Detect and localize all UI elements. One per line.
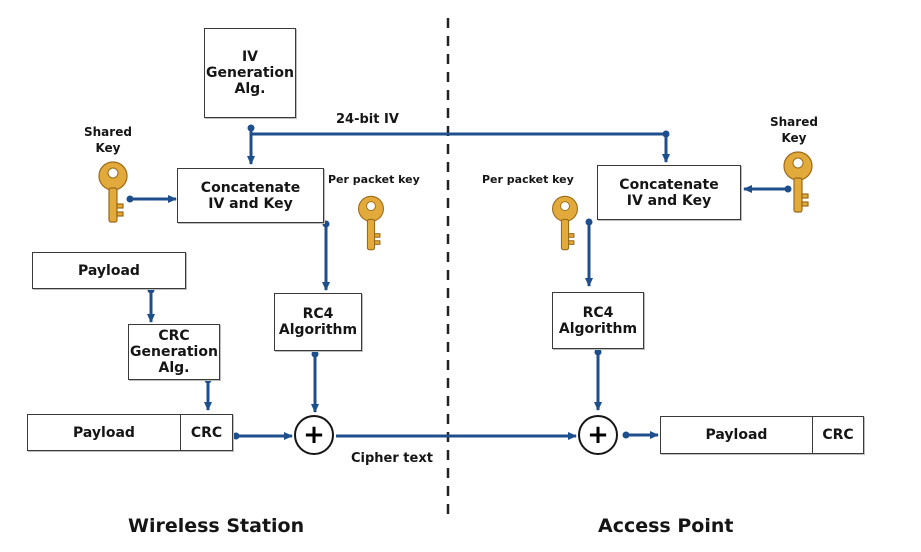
payload-top-box: Payload bbox=[32, 252, 186, 289]
section-title-wireless-station: Wireless Station bbox=[128, 515, 305, 537]
rc4-box-left: RC4 Algorithm bbox=[274, 293, 362, 351]
payload-right-box: Payload bbox=[660, 416, 813, 454]
concatenate-box-right: Concatenate IV and Key bbox=[597, 165, 741, 220]
shared-key-label-left: Shared Key bbox=[84, 125, 132, 155]
crc-right-box: CRC bbox=[812, 416, 864, 454]
xor-icon: + bbox=[294, 415, 334, 455]
xor-icon: + bbox=[578, 415, 618, 455]
iv-label: 24-bit IV bbox=[336, 112, 399, 127]
section-title-access-point: Access Point bbox=[598, 515, 734, 537]
payload-bottom-box: Payload bbox=[27, 414, 181, 451]
concatenate-box-left: Concatenate IV and Key bbox=[177, 168, 324, 223]
key-icon bbox=[552, 195, 578, 251]
key-icon bbox=[358, 195, 384, 251]
per-packet-key-label-left: Per packet key bbox=[328, 173, 420, 186]
shared-key-label-right: Shared Key bbox=[770, 115, 818, 145]
iv-generation-box: IV Generation Alg. bbox=[204, 28, 296, 118]
key-icon bbox=[98, 161, 128, 223]
key-icon bbox=[783, 151, 813, 213]
per-packet-key-label-right: Per packet key bbox=[482, 173, 574, 186]
cipher-text-label: Cipher text bbox=[351, 451, 433, 466]
rc4-box-right: RC4 Algorithm bbox=[552, 292, 644, 349]
crc-bottom-box: CRC bbox=[180, 414, 233, 451]
crc-generation-box: CRC Generation Alg. bbox=[128, 324, 220, 380]
